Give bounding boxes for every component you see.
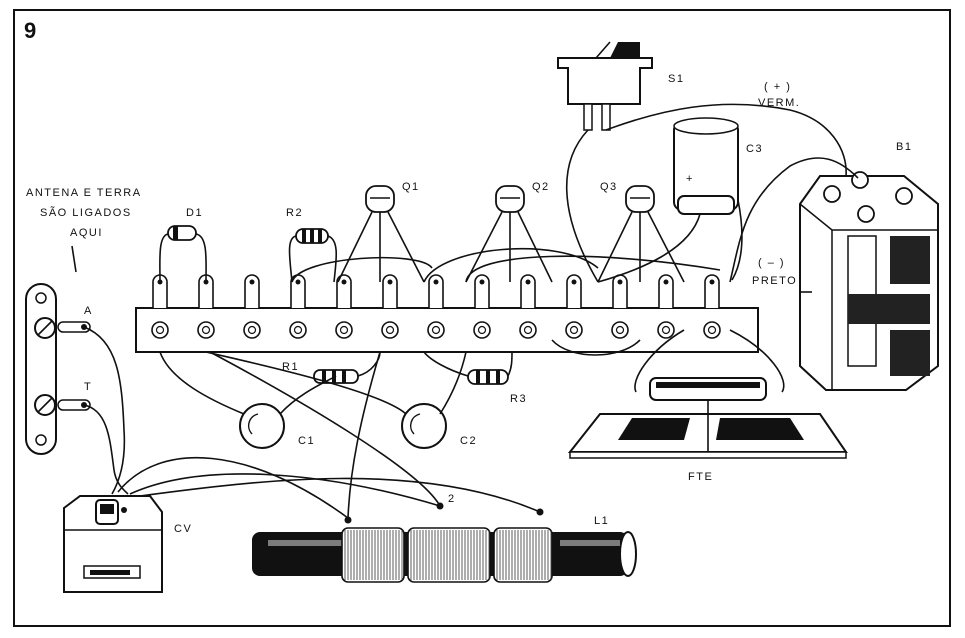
wiring <box>83 103 859 519</box>
terminal-lug <box>289 274 307 339</box>
terminal-lug <box>381 274 399 339</box>
terminal-lug <box>519 274 537 339</box>
terminal-lug <box>657 274 675 339</box>
terminal-t-label: T <box>84 381 92 393</box>
terminal-lug <box>335 274 353 339</box>
terminal-lug <box>243 274 261 339</box>
coil-tap-dot-2 <box>436 502 444 510</box>
terminal-strip <box>135 274 759 353</box>
r1-label: R1 <box>282 361 299 373</box>
q3-label: Q3 <box>600 181 618 193</box>
c3-polarity-label: + <box>686 173 694 185</box>
fte-label: FTE <box>688 471 713 483</box>
switch-s1 <box>557 41 653 131</box>
positive-symbol: ( + ) <box>764 81 791 93</box>
antenna-note-line-1: ANTENA E TERRA <box>26 187 142 199</box>
c3-label: C3 <box>746 143 763 155</box>
transistor-q3 <box>597 185 685 283</box>
q2-label: Q2 <box>532 181 550 193</box>
terminal-lug <box>565 274 583 339</box>
transistor-q2 <box>465 185 553 283</box>
s1-label: S1 <box>668 73 684 85</box>
terminal-lug <box>703 274 721 339</box>
capacitor-c3 <box>673 117 739 215</box>
antenna-note-line-2: SÃO LIGADOS <box>40 206 132 219</box>
coil-winding-section <box>493 527 553 583</box>
coil-winding-section <box>407 527 491 583</box>
r2-label: R2 <box>286 207 303 219</box>
r3-label: R3 <box>510 393 527 405</box>
terminal-a-label: A <box>84 305 93 317</box>
b1-label: B1 <box>896 141 912 153</box>
antenna-note-line-3: AQUI <box>70 227 103 239</box>
antenna-ground-terminal <box>25 283 91 455</box>
d1-label: D1 <box>186 207 203 219</box>
coil-tap-2-label: 2 <box>448 493 456 505</box>
diode-d1 <box>159 225 207 283</box>
capacitor-c1 <box>239 403 285 449</box>
capacitor-c2 <box>401 403 447 449</box>
speaker-fte <box>567 377 848 459</box>
terminal-lug <box>473 274 491 339</box>
negative-color-label: PRETO <box>752 275 797 287</box>
terminal-lug <box>197 274 215 339</box>
q1-label: Q1 <box>402 181 420 193</box>
resistor-r3 <box>467 369 509 385</box>
terminal-lug <box>151 274 169 339</box>
figure-number: 9 <box>24 18 36 43</box>
battery-holder-b1 <box>799 171 939 391</box>
l1-label: L1 <box>594 515 609 527</box>
positive-color-label: VERM. <box>758 97 800 109</box>
antenna-coil-l1 <box>252 527 637 583</box>
antenna-note-pointer <box>71 245 77 273</box>
cv-label: CV <box>174 523 192 535</box>
variable-capacitor-cv <box>63 495 163 593</box>
c2-label: C2 <box>460 435 477 447</box>
figure-frame <box>13 9 951 627</box>
terminal-lug <box>427 274 445 339</box>
coil-tap-dot-1 <box>344 516 352 524</box>
transistor-q1 <box>337 185 425 283</box>
coil-tap-dot-3 <box>536 508 544 516</box>
resistor-r2 <box>288 228 338 283</box>
terminal-lug <box>611 274 629 339</box>
c1-label: C1 <box>298 435 315 447</box>
negative-symbol: ( – ) <box>758 257 785 269</box>
coil-winding-section <box>341 527 405 583</box>
